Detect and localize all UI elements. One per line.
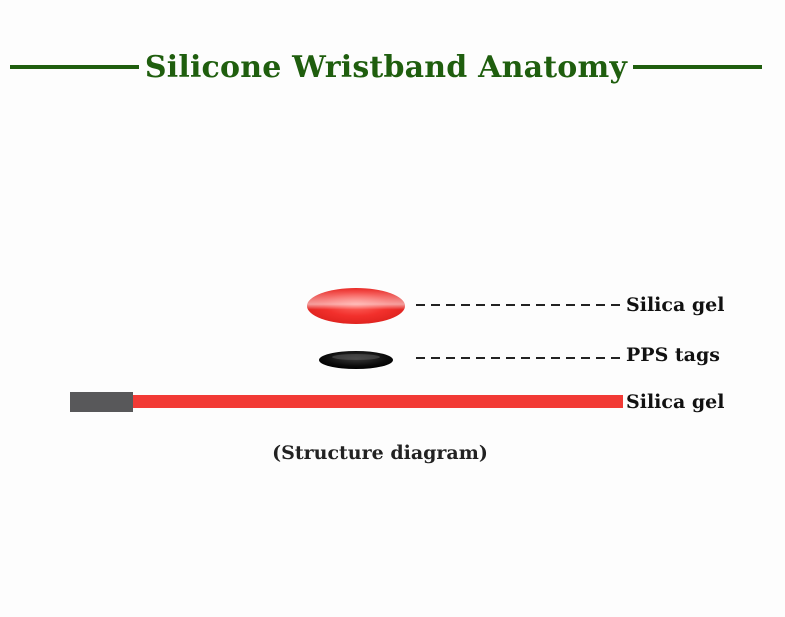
title-rule-right (633, 65, 762, 69)
diagram-title: Silicone Wristband Anatomy (144, 49, 628, 85)
label-silica-gel-band: Silica gel (626, 391, 725, 413)
title-rule-left (10, 65, 139, 69)
label-pps-tags: PPS tags (626, 344, 720, 366)
silica-gel-band (133, 395, 623, 408)
title-banner: Silicone Wristband Anatomy (10, 42, 762, 92)
band-clasp (70, 392, 133, 412)
silica-gel-top-layer (307, 288, 405, 324)
pps-tag (319, 351, 393, 369)
label-silica-gel-top: Silica gel (626, 294, 725, 316)
diagram-caption: (Structure diagram) (272, 442, 488, 464)
